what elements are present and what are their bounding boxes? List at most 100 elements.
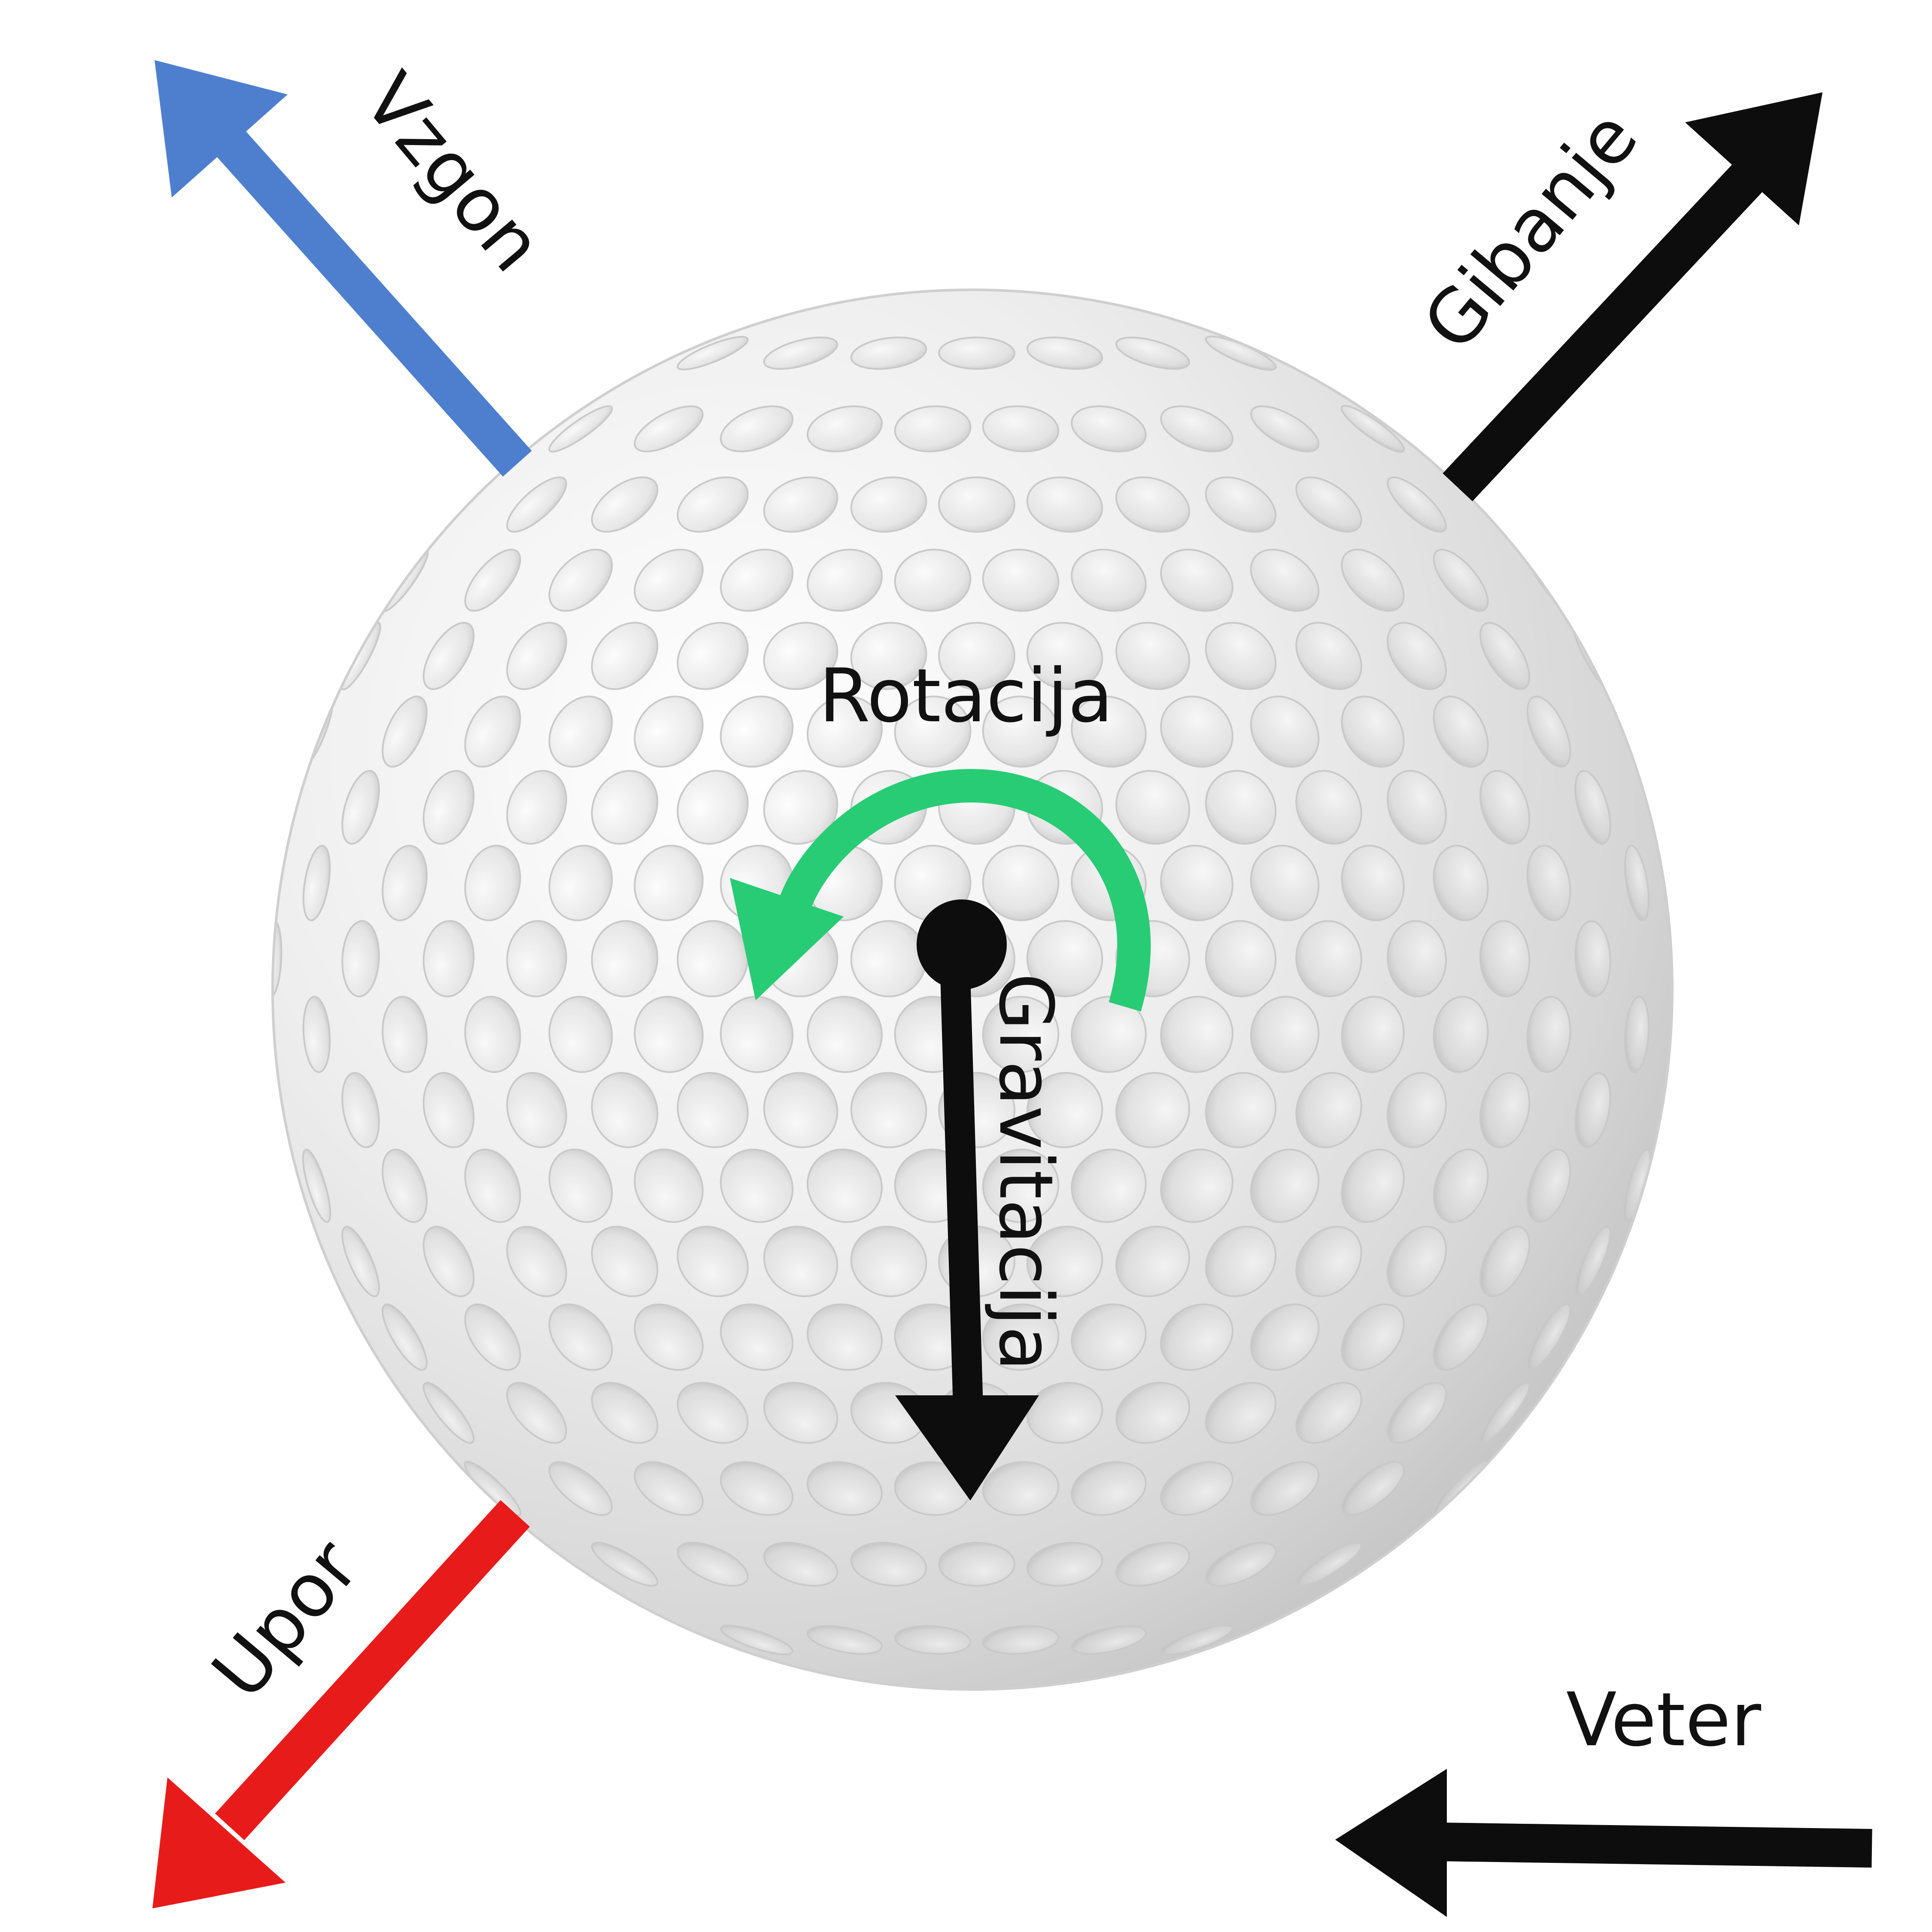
ball-dimple (1250, 1461, 1320, 1516)
ball-dimple (677, 476, 749, 533)
ball-dimple (720, 996, 794, 1073)
ball-dimple (1250, 844, 1320, 921)
ball-dimple (302, 996, 331, 1073)
ball-dimple (1250, 1303, 1320, 1371)
ball-dimple (982, 1148, 1060, 1223)
ball-dimple (382, 1303, 428, 1371)
ball-dimple (806, 1303, 883, 1371)
ball-dimple (506, 920, 567, 997)
wind-arrow (1335, 1769, 1872, 1917)
ball-dimple (720, 549, 794, 612)
ball-dimple (1341, 996, 1405, 1073)
ball-dimple (982, 266, 1059, 289)
ball-dimple (1479, 622, 1531, 690)
ball-dimple (720, 696, 794, 768)
ball-dimple (591, 622, 659, 690)
ball-dimple (634, 844, 704, 921)
ball-dimple (548, 1303, 613, 1371)
ball-dimple (634, 996, 704, 1073)
ball-dimple (1115, 1072, 1191, 1148)
ball-dimple (1071, 549, 1147, 612)
ball-dimple (591, 770, 659, 845)
ball-dimple (1160, 844, 1233, 921)
ball-dimple (1160, 1624, 1233, 1656)
ball-dimple (677, 622, 749, 690)
ball-dimple (806, 696, 883, 768)
ball-dimple (677, 1226, 749, 1297)
ball-dimple (1071, 696, 1147, 768)
ball-dimple (1574, 770, 1611, 845)
ball-dimple (382, 844, 428, 921)
drag-arrow (152, 1500, 530, 1908)
ball-dimple (1026, 1226, 1103, 1297)
ball-dimple (382, 696, 428, 768)
ball-dimple (634, 405, 704, 453)
ball-dimple (422, 920, 475, 997)
ball-dimple (1071, 1461, 1147, 1516)
ball-dimple (548, 405, 613, 453)
center-of-mass-dot (917, 899, 1007, 990)
ball-dimple (763, 1072, 838, 1148)
ball-dimple (634, 1303, 704, 1371)
ball-dimple (938, 622, 1015, 690)
ball-dimple (1026, 476, 1103, 533)
ball-dimple (1340, 405, 1405, 453)
ball-dimple (1574, 920, 1611, 997)
ball-dimple (763, 622, 838, 690)
ball-dimple (591, 1542, 659, 1587)
wind-label: Veter (1566, 1677, 1761, 1763)
rotation-arrow (730, 769, 1151, 1012)
ball-dimple (1205, 770, 1277, 845)
ball-dimple (1295, 476, 1362, 533)
ball-dimple (506, 1382, 567, 1444)
ball-dimple (464, 549, 521, 612)
ball-dimple (763, 476, 838, 533)
ball-dimple (1341, 1148, 1405, 1223)
ball-dimple (1387, 622, 1447, 690)
lift-label: Vzgon (347, 58, 560, 288)
ball-dimple (341, 770, 380, 845)
ball-dimple (1205, 622, 1277, 690)
ball-dimple (677, 1072, 749, 1148)
ball-dimple (894, 405, 972, 453)
ball-dimple (464, 996, 521, 1073)
ball-dimple (1026, 1542, 1103, 1587)
ball-dimple (763, 337, 838, 370)
ball-dimple (720, 405, 794, 453)
ball-dimple (720, 1461, 794, 1516)
ball-dimple (806, 1625, 883, 1655)
rotation-label: Rotacija (819, 653, 1113, 739)
ball-dimple (677, 770, 749, 845)
ball-dimple (1160, 1148, 1233, 1223)
ball-dimple (548, 696, 613, 768)
ball-dimple (677, 336, 749, 371)
ball-dimple (1071, 1625, 1147, 1655)
ball-dimple (677, 920, 749, 997)
ball-dimple (464, 844, 521, 921)
ball-dimple (1115, 476, 1191, 533)
motion-arrow (1443, 92, 1823, 501)
ball-dimple (1479, 1226, 1531, 1297)
ball-dimple (982, 844, 1060, 921)
ball-dimple (982, 996, 1060, 1073)
ball-dimple (506, 1226, 567, 1297)
ball-dimple (1295, 770, 1362, 845)
ball-dimple (1341, 1303, 1405, 1371)
ball-dimple (422, 770, 475, 845)
ball-dimple (1387, 1382, 1447, 1444)
ball-dimple (422, 622, 475, 690)
ball-dimple (982, 696, 1060, 768)
ball-dimple (806, 1148, 883, 1223)
ball-dimple (591, 1226, 659, 1297)
ball-dimple (894, 696, 972, 768)
lift-arrow (155, 60, 532, 477)
ball-dimple (806, 996, 883, 1073)
ball-dimple (763, 1542, 838, 1587)
ball-dimple (1433, 1303, 1489, 1371)
ball-dimple (548, 549, 613, 612)
ball-dimple (302, 1148, 331, 1223)
ball-dimple (1574, 1226, 1611, 1297)
ball-dimple (634, 549, 704, 612)
ball-dimple (1115, 1382, 1191, 1444)
